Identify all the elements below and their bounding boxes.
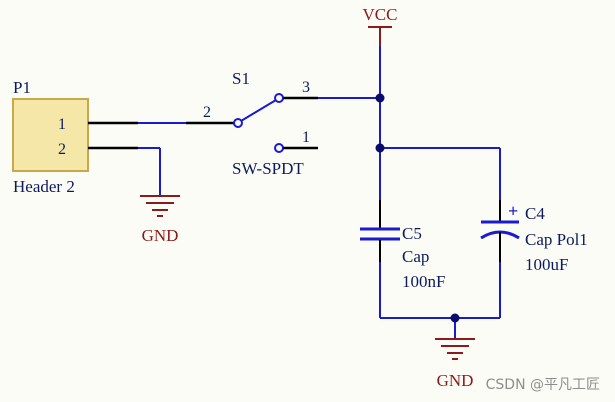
switch-s1-common-contact xyxy=(233,118,243,128)
switch-s1-pin1-num: 1 xyxy=(302,129,310,146)
capacitor-c4-value: 100uF xyxy=(525,255,568,274)
capacitor-c4-ref: C4 xyxy=(525,204,545,223)
vcc-label: VCC xyxy=(363,5,398,24)
ground-left-label: GND xyxy=(142,226,179,245)
header-p1-ref: P1 xyxy=(13,78,31,97)
junction-cap-bottom xyxy=(450,313,460,323)
capacitor-c5-type: Cap xyxy=(402,247,429,266)
header-p1-pin2-num: 2 xyxy=(58,141,66,158)
capacitor-c5-ref: C5 xyxy=(402,224,422,243)
switch-s1-throw1-contact xyxy=(274,143,284,153)
capacitor-c5: C5 Cap 100nF xyxy=(360,200,445,291)
capacitor-c4-type: Cap Pol1 xyxy=(525,230,588,249)
ground-symbol-left: GND xyxy=(140,195,180,245)
header-p1-body xyxy=(12,98,89,172)
header-p1-value: Header 2 xyxy=(13,177,75,196)
junction-cap-top xyxy=(375,143,385,153)
switch-s1-ref: S1 xyxy=(232,69,250,88)
header-p1-pin1-num: 1 xyxy=(58,116,66,133)
switch-s1: S1 2 3 1 SW-SPDT xyxy=(186,69,318,178)
capacitor-c4-polarity-mark: + xyxy=(508,201,518,221)
junctions xyxy=(375,93,460,323)
switch-s1-value: SW-SPDT xyxy=(232,159,304,178)
switch-s1-throw3-contact xyxy=(274,93,284,103)
wires xyxy=(138,46,501,338)
junction-vcc xyxy=(375,93,385,103)
ground-bottom-label: GND xyxy=(437,371,474,390)
watermark-text: CSDN @平凡工匠 xyxy=(486,377,600,393)
capacitor-c5-value: 100nF xyxy=(402,272,445,291)
header-p1: P1 1 2 Header 2 xyxy=(12,78,138,196)
ground-symbol-bottom: GND xyxy=(435,338,475,390)
vcc-power-port: VCC xyxy=(363,5,398,46)
switch-s1-pin3-num: 3 xyxy=(302,79,310,96)
switch-s1-pin2-num: 2 xyxy=(203,104,211,121)
capacitor-c4: + C4 Cap Pol1 100uF xyxy=(480,200,588,274)
switch-s1-lever xyxy=(240,99,277,122)
